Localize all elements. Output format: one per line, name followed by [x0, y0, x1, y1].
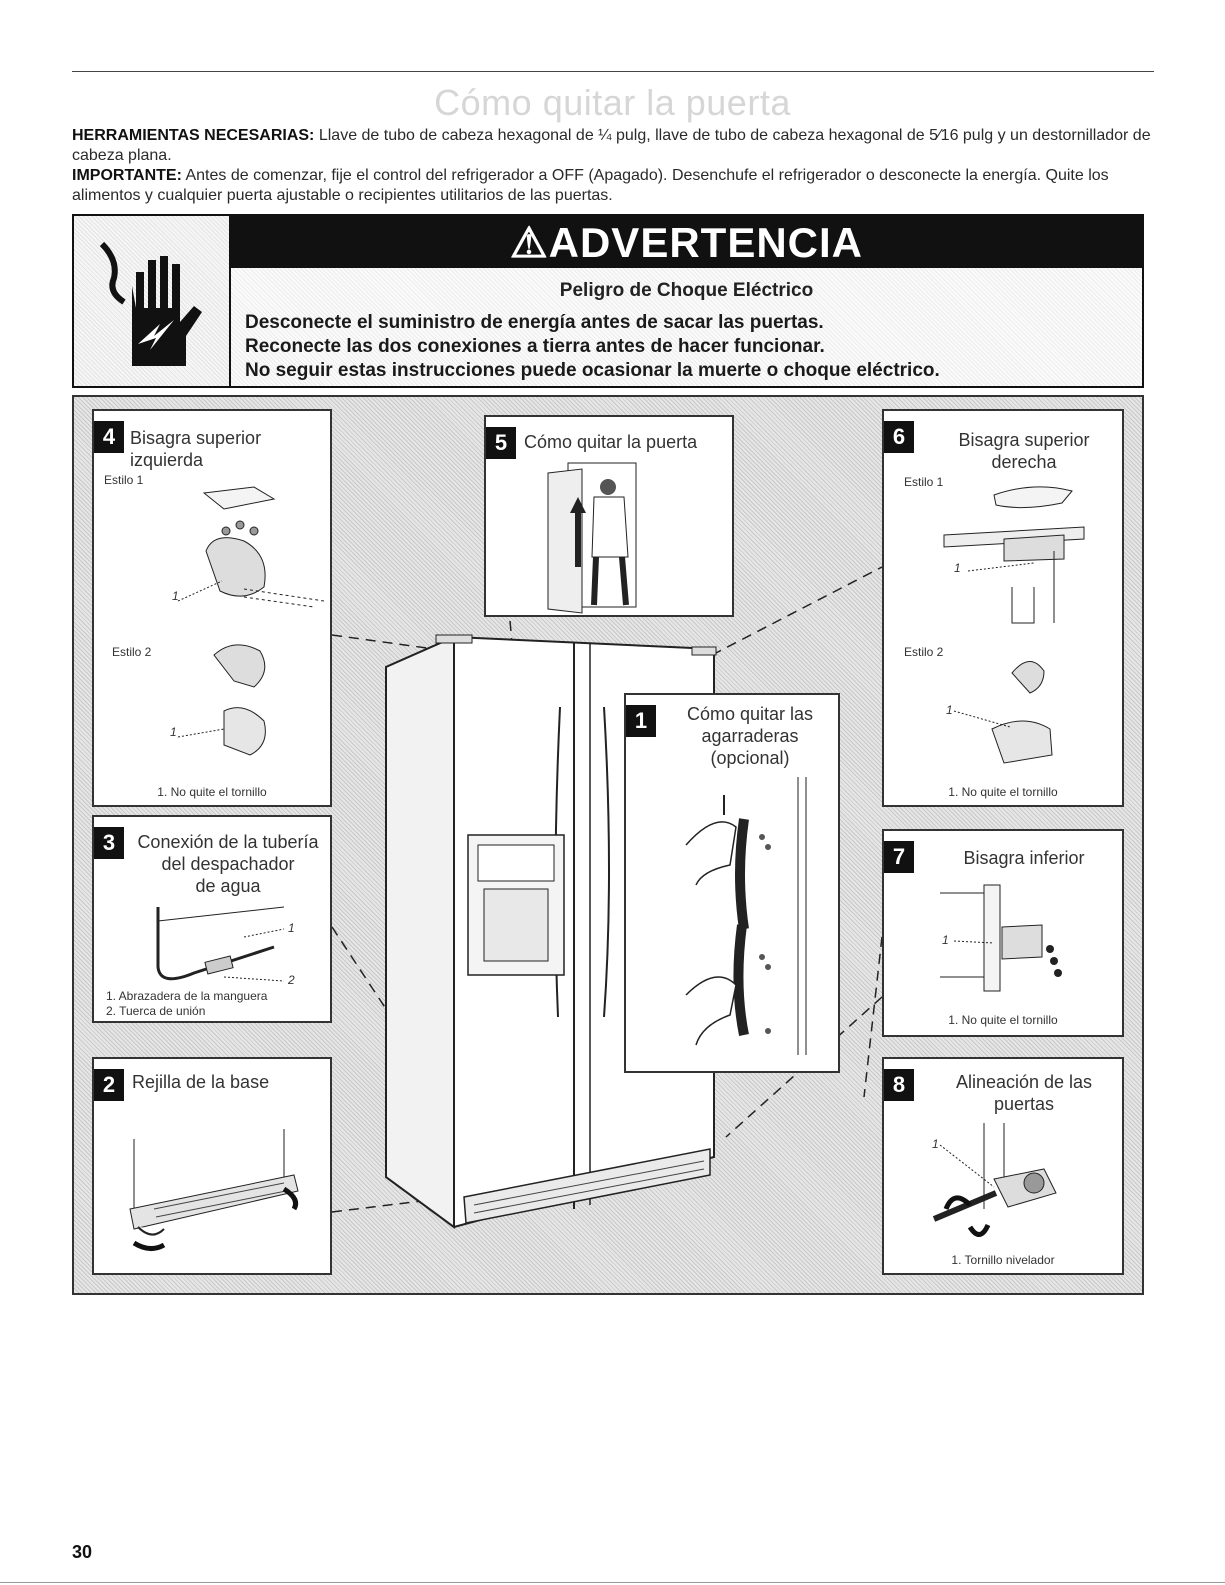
callout-number: 1 [288, 921, 295, 935]
panel-title-line: del despachador [161, 854, 295, 874]
tools-label: HERRAMIENTAS NECESARIAS: [72, 127, 315, 144]
warning-subtitle: Peligro de Choque Eléctrico [559, 280, 814, 301]
electric-shock-hand-icon [99, 241, 202, 366]
handle-removal-illustration [685, 777, 807, 1055]
warning-triangle-icon: ⚠ [509, 219, 549, 266]
panel-caption: 1. No quite el tornillo [948, 1013, 1058, 1027]
warning-line: No seguir estas instrucciones puede ocas… [245, 360, 940, 381]
step-badge-6: 6 [884, 421, 914, 453]
base-grille-illustration [129, 1129, 299, 1251]
lower-hinge-illustration [940, 884, 1062, 992]
callout-number: 1 [932, 1137, 939, 1151]
callout-number: 1 [170, 725, 177, 739]
upper-left-hinge-illustration [177, 486, 325, 756]
tools-paragraph: HERRAMIENTAS NECESARIAS: Llave de tubo d… [72, 126, 1162, 166]
style-label: Estilo 1 [104, 473, 144, 487]
important-label: IMPORTANTE: [72, 167, 182, 184]
panel-title-line: agarraderas [701, 726, 799, 746]
panel-caption: 1. Abrazadera de la manguera 2. Tuerca d… [106, 989, 328, 1019]
style-label: Estilo 1 [904, 475, 944, 489]
page-title: Cómo quitar la puerta [434, 82, 791, 123]
warning-banner: ⚠ADVERTENCIA [231, 216, 1142, 268]
step-badge-2: 2 [94, 1069, 124, 1101]
caption-line: 2. Tuerca de unión [106, 1004, 206, 1018]
bottom-rule [0, 1582, 1225, 1583]
step-badge-7: 7 [884, 841, 914, 873]
panel-title-line: puertas [993, 1094, 1055, 1114]
warning-icon-cell [74, 216, 231, 386]
warning-line: Reconecte las dos conexiones a tierra an… [245, 336, 825, 357]
panel-water-line-connection: 3 Conexión de la tubería del despachador… [92, 815, 332, 1023]
step-badge-4: 4 [94, 421, 124, 453]
panel-remove-door: 5 Cómo quitar la puerta [484, 415, 734, 617]
panel-title-line: Bisagra superior [130, 428, 262, 448]
panel-title-line: izquierda [130, 450, 204, 470]
step-badge-5: 5 [486, 427, 516, 459]
panel-upper-right-hinge: 6 Bisagra superior derecha Estilo 1 1 Es… [882, 409, 1124, 807]
warning-line: Desconecte el suministro de energía ante… [245, 312, 824, 333]
step-badge-3: 3 [94, 827, 124, 859]
callout-number: 1 [946, 703, 953, 717]
panel-caption: 1. No quite el tornillo [948, 785, 1058, 799]
door-alignment-illustration [932, 1123, 1057, 1237]
panel-title-line: Cómo quitar las [686, 704, 814, 724]
warning-body: Peligro de Choque Eléctrico Desconecte e… [231, 268, 1142, 386]
page-number: 30 [72, 1542, 93, 1562]
important-text: Antes de comenzar, fije el control del r… [72, 167, 1109, 204]
water-line-illustration [156, 906, 285, 982]
panel-title-line: (opcional) [710, 748, 790, 768]
panel-title: Cómo quitar las agarraderas (opcional) [660, 703, 840, 769]
panel-title: Alineación de las puertas [924, 1071, 1124, 1115]
panel-title: Rejilla de la base [132, 1072, 270, 1092]
panel-title: Cómo quitar la puerta [524, 432, 698, 452]
panel-remove-handles: 1 Cómo quitar las agarraderas (opcional) [624, 693, 840, 1073]
callout-number: 1 [942, 933, 949, 947]
panel-caption: 1. Tornillo nivelador [951, 1253, 1055, 1267]
upper-right-hinge-illustration [943, 486, 1085, 764]
style-label: Estilo 2 [904, 645, 944, 659]
door-removal-diagram: 4 Bisagra superior izquierda Estilo 1 1 … [72, 395, 1144, 1295]
warning-box: ⚠ADVERTENCIA Peligro de Choque Eléctrico… [72, 214, 1144, 388]
warning-banner-text: ADVERTENCIA [548, 219, 863, 266]
step-badge-8: 8 [884, 1069, 914, 1101]
panel-title-line: Bisagra superior [958, 430, 1090, 450]
caption-line: 1. Abrazadera de la manguera [106, 989, 268, 1003]
panel-title-line: Alineación de las [955, 1072, 1093, 1092]
panel-title: Conexión de la tubería del despachador d… [124, 831, 332, 897]
callout-number: 1 [172, 589, 179, 603]
step-badge-1: 1 [626, 705, 656, 737]
panel-title: Bisagra superior derecha [924, 429, 1124, 473]
panel-title-line: de agua [195, 876, 261, 896]
panel-caption: 1. No quite el tornillo [157, 785, 267, 799]
panel-upper-left-hinge: 4 Bisagra superior izquierda Estilo 1 1 … [92, 409, 332, 807]
door-removal-illustration [547, 462, 637, 614]
panel-title: Bisagra inferior [963, 848, 1085, 868]
important-paragraph: IMPORTANTE: Antes de comenzar, fije el c… [72, 166, 1162, 206]
tools-text: Llave de tubo de cabeza hexagonal de ¼ p… [72, 127, 1151, 164]
style-label: Estilo 2 [112, 645, 152, 659]
callout-number: 1 [954, 561, 961, 575]
panel-base-grille: 2 Rejilla de la base [92, 1057, 332, 1275]
panel-door-alignment: 8 Alineación de las puertas 1 1. Tornill… [882, 1057, 1124, 1275]
panel-title-line: derecha [991, 452, 1057, 472]
top-rule [72, 71, 1154, 72]
callout-number: 2 [288, 973, 295, 987]
panel-lower-hinge: 7 Bisagra inferior 1 1. No quite el torn… [882, 829, 1124, 1037]
panel-title-line: Conexión de la tubería [137, 832, 319, 852]
panel-title: Bisagra superior izquierda [130, 427, 330, 471]
